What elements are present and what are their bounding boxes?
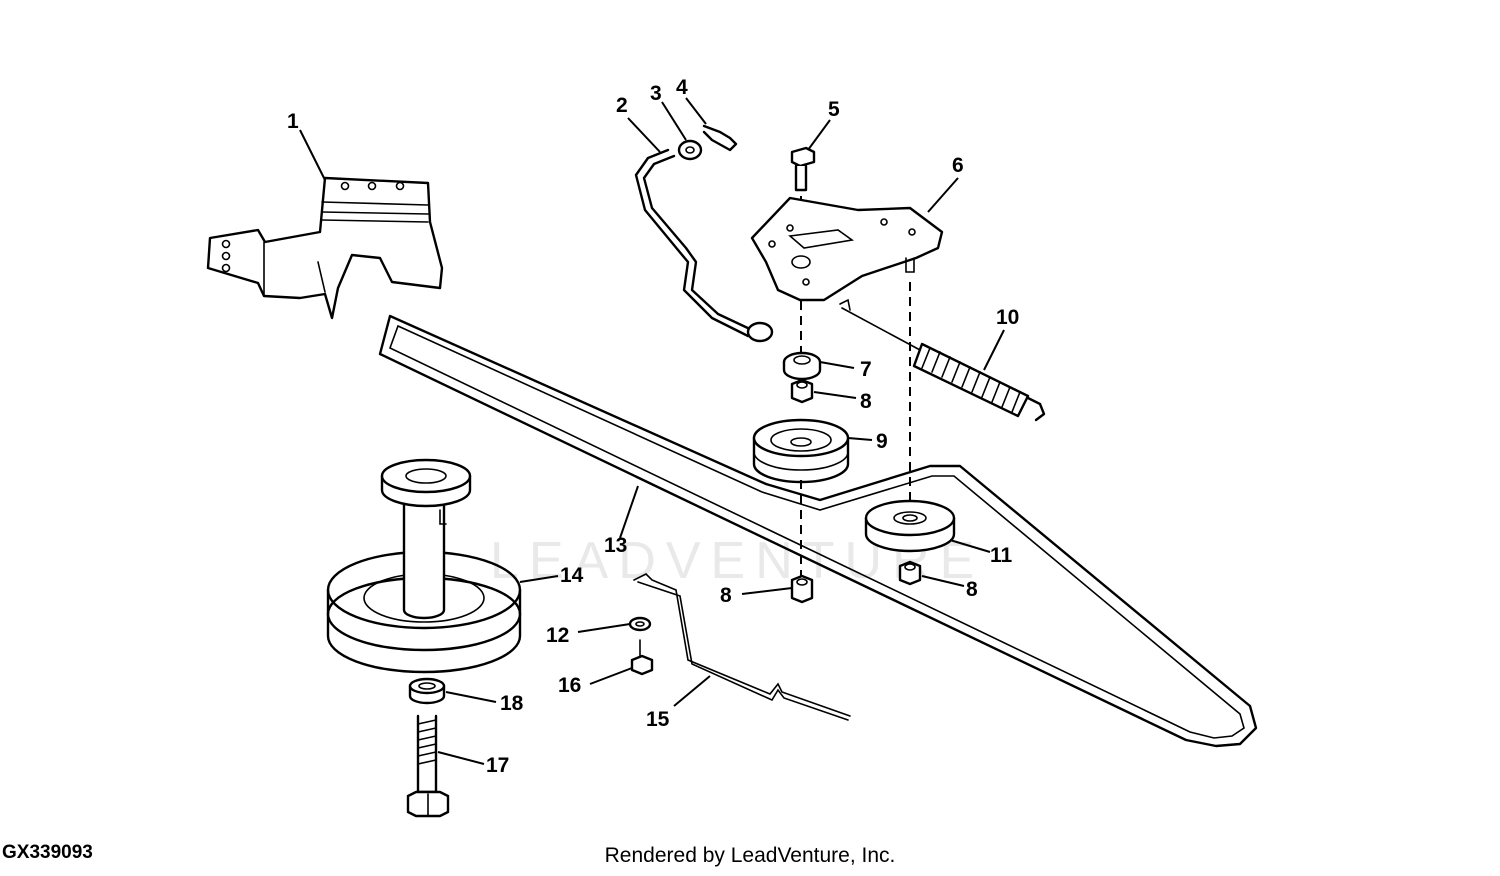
callout-17: 17 <box>486 754 509 777</box>
part-8-nut-upper <box>790 378 814 404</box>
render-credit: Rendered by LeadVenture, Inc. <box>604 844 896 867</box>
part-13-belt <box>378 314 1258 748</box>
callout-8b: 8 <box>720 584 732 607</box>
part-17-bolt <box>406 714 450 818</box>
part-11-idler-pulley <box>864 499 956 553</box>
callout-13: 13 <box>604 534 627 557</box>
callout-6: 6 <box>952 154 964 177</box>
callout-8a: 8 <box>860 390 872 413</box>
part-4-pin <box>702 124 738 152</box>
callout-7: 7 <box>860 358 872 381</box>
callout-8c: 8 <box>966 578 978 601</box>
callout-18: 18 <box>500 692 524 715</box>
part-12-washer <box>628 616 652 632</box>
part-3-washer <box>677 139 703 161</box>
part-14-drive-pulley <box>326 458 522 674</box>
callout-14: 14 <box>560 564 584 587</box>
part-2-rod <box>634 148 774 343</box>
part-9-idler-pulley <box>752 418 850 576</box>
callout-4: 4 <box>676 76 688 99</box>
callout-3: 3 <box>650 82 662 105</box>
figure-id: GX339093 <box>2 842 93 863</box>
part-15-rod <box>633 573 851 721</box>
part-6-plate <box>750 196 944 508</box>
part-7-bushing <box>782 351 822 381</box>
callout-15: 15 <box>646 708 670 731</box>
callout-11: 11 <box>990 544 1013 567</box>
callout-1: 1 <box>287 110 299 133</box>
callout-9: 9 <box>876 430 888 453</box>
part-18-spacer <box>408 677 446 705</box>
part-1-bracket <box>206 176 444 320</box>
callout-10: 10 <box>996 306 1019 329</box>
callout-5: 5 <box>828 98 840 121</box>
callout-12: 12 <box>546 624 569 647</box>
leader-lines <box>299 97 1005 765</box>
part-8-nut-lower <box>790 574 814 604</box>
callout-2: 2 <box>616 94 628 117</box>
callout-16: 16 <box>558 674 581 697</box>
part-16-nut <box>630 639 654 676</box>
callouts: 1 2 3 4 5 6 7 8 8 9 10 11 8 8 12 13 14 1… <box>287 76 1019 777</box>
part-10-spring <box>839 298 1046 422</box>
part-8-nut-right <box>898 560 922 586</box>
